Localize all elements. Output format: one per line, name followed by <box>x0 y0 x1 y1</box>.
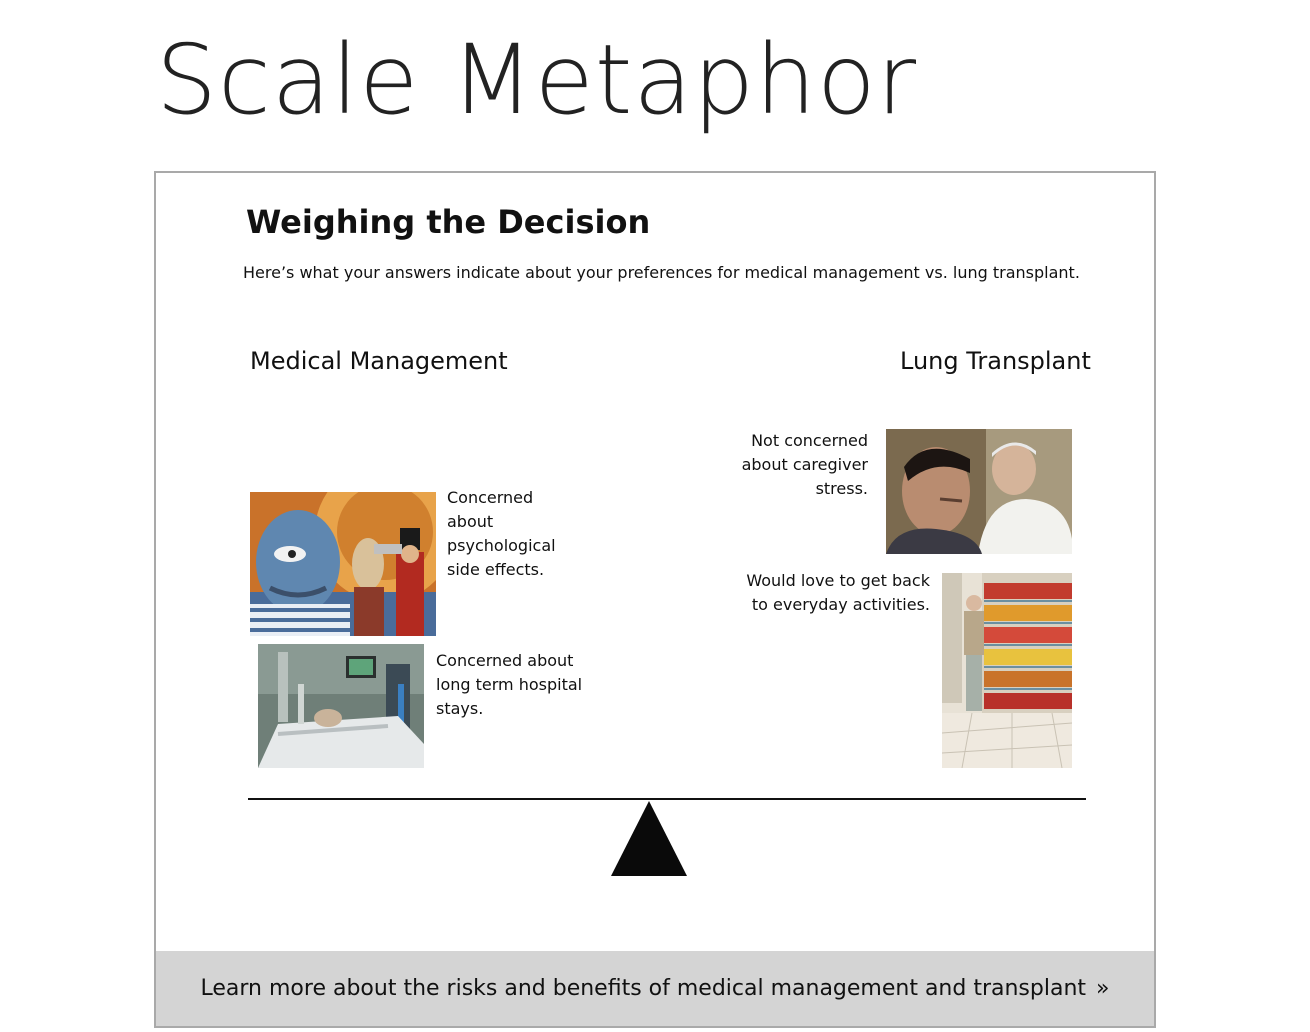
panel-heading: Weighing the Decision <box>246 203 651 241</box>
note-psychological-side-effects: Concerned about psychological side effec… <box>447 488 556 579</box>
two-men-photo <box>886 429 1072 554</box>
lung-transplant-label: Lung Transplant <box>900 347 1091 375</box>
note-long-hospital-stays: Concerned about long term hospital stays… <box>436 651 583 718</box>
scale-beam <box>248 798 1086 800</box>
slide-title: Scale Metaphor <box>156 24 918 136</box>
caricature-illustration <box>250 492 436 636</box>
learn-more-text: Learn more about the risks and benefits … <box>200 976 1087 1001</box>
note-caregiver-stress: Not concerned about caregiver stress. <box>741 431 868 498</box>
hospital-bed-photo <box>258 644 424 768</box>
note-everyday-activities: Would love to get back to everyday activ… <box>746 571 930 614</box>
decision-panel: Weighing the Decision Here’s what your a… <box>154 171 1156 1028</box>
double-chevron-right-icon: » <box>1096 976 1110 1001</box>
learn-more-link[interactable]: Learn more about the risks and benefits … <box>156 951 1154 1026</box>
medical-management-label: Medical Management <box>250 347 508 375</box>
scale-fulcrum <box>611 801 687 876</box>
panel-subheading: Here’s what your answers indicate about … <box>243 263 1080 282</box>
grocery-shopping-photo <box>942 573 1072 768</box>
